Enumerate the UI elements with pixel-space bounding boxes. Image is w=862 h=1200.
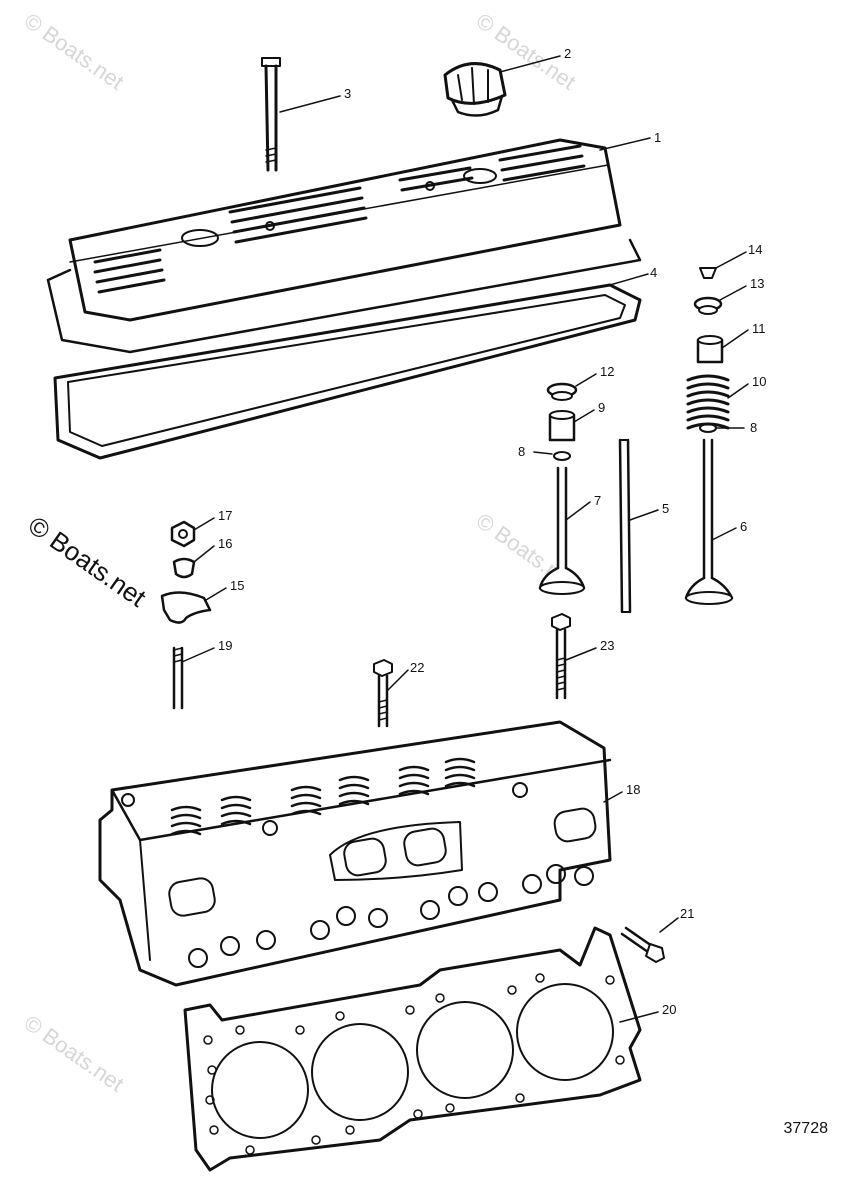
rocker-nut — [170, 520, 196, 548]
head-bolt-short — [373, 659, 393, 728]
exhaust-valve — [684, 438, 734, 605]
callout-label: 23 — [600, 638, 614, 653]
callout-label: 12 — [600, 364, 614, 379]
head-gasket — [183, 926, 642, 1172]
rocker-arm — [160, 591, 212, 624]
head-bolt-stud — [620, 926, 665, 963]
callout-label: 16 — [218, 536, 232, 551]
callout-label: 9 — [598, 400, 605, 415]
callout-label: 2 — [564, 46, 571, 61]
callout-label: 13 — [750, 276, 764, 291]
callout-label: 19 — [218, 638, 232, 653]
valve-seal — [553, 451, 571, 461]
retainer — [546, 382, 578, 401]
valve-spring — [686, 374, 730, 430]
callout-label: 14 — [748, 242, 762, 257]
cylinder-head — [98, 720, 612, 987]
callout-label: 22 — [410, 660, 424, 675]
callout-label: 5 — [662, 501, 669, 516]
callout-label: 4 — [650, 265, 657, 280]
callout-label: 20 — [662, 1002, 676, 1017]
pushrod — [618, 438, 632, 614]
head-bolt-long — [551, 613, 571, 700]
callout-label: 3 — [344, 86, 351, 101]
oil-fill-cap — [443, 62, 507, 117]
intake-valve — [538, 466, 586, 595]
callout-label: 10 — [752, 374, 766, 389]
figure-number: 37728 — [783, 1120, 829, 1137]
callout-label: 18 — [626, 782, 640, 797]
callout-label: 8 — [518, 444, 525, 459]
callout-label: 6 — [740, 519, 747, 534]
callout-label: 1 — [654, 130, 661, 145]
callout-label: 7 — [594, 493, 601, 508]
callout-label: 21 — [680, 906, 694, 921]
pivot-ball — [172, 557, 196, 579]
rotator — [696, 335, 724, 364]
shield — [548, 410, 576, 442]
valve-cover — [46, 138, 642, 354]
callout-label: 11 — [752, 321, 766, 336]
retainer — [693, 296, 723, 315]
rocker-stud — [172, 646, 184, 710]
callout-label: 15 — [230, 578, 244, 593]
callout-label: 17 — [218, 508, 232, 523]
cover-bolt — [261, 57, 281, 172]
callout-label: 8 — [750, 420, 757, 435]
valve-lock — [699, 267, 717, 279]
